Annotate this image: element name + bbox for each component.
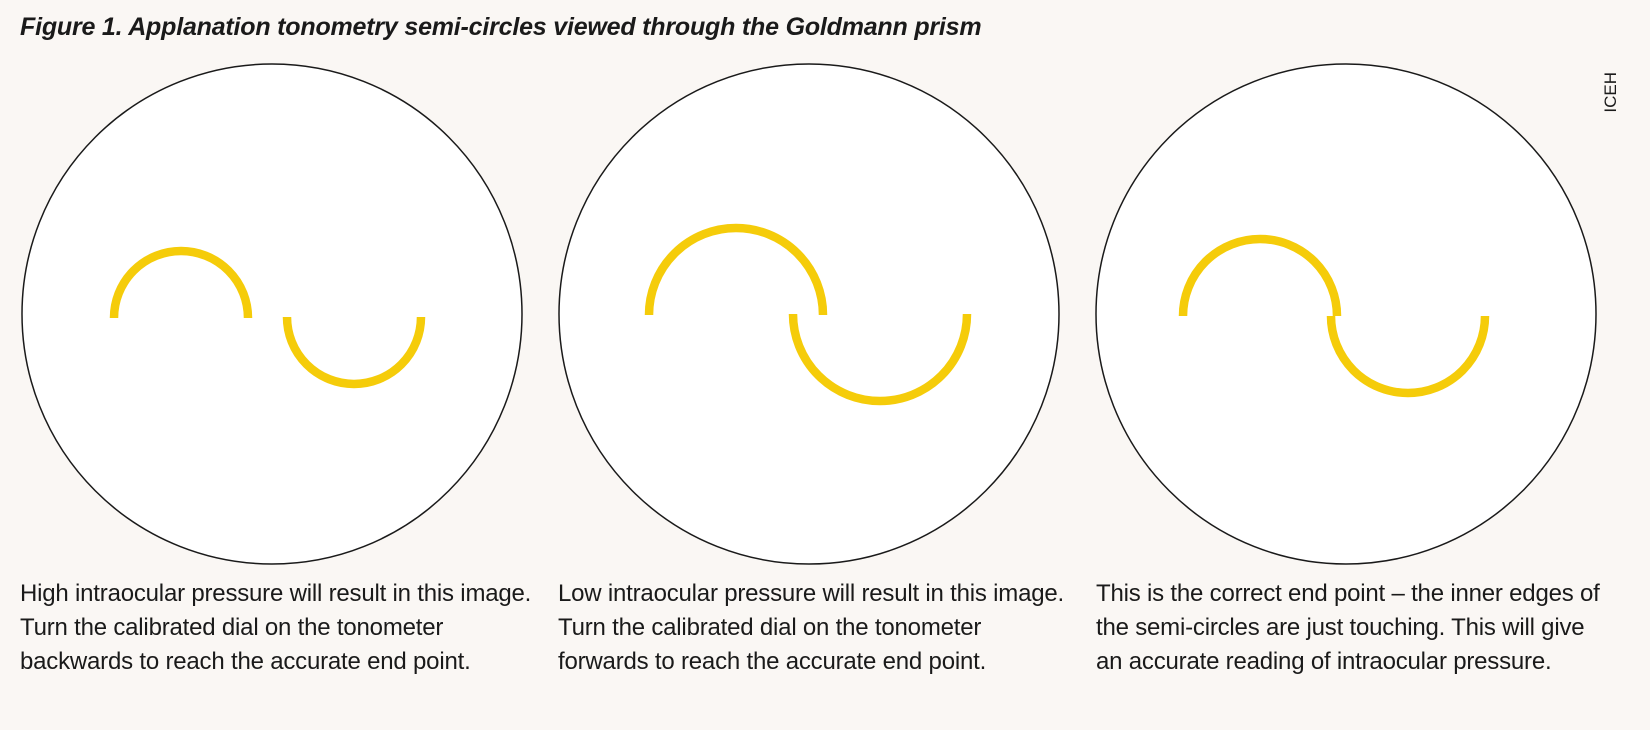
caption-low-pressure: Low intraocular pressure will result in … (558, 580, 1065, 675)
prism-field-circle (1095, 63, 1597, 565)
panel-low-pressure (558, 63, 1060, 565)
lower-semicircle (282, 316, 426, 389)
panel-high-pressure (21, 63, 523, 565)
upper-semicircle (644, 223, 828, 316)
prism-field-circle (21, 63, 523, 565)
prism-field-circle (558, 63, 1060, 565)
lower-semicircle (788, 313, 972, 406)
upper-semicircle (109, 246, 253, 319)
upper-semicircle (1178, 234, 1342, 317)
caption-correct-end-point: This is the correct end point – the inne… (1096, 580, 1600, 675)
figure-title: Figure 1. Applanation tonometry semi-cir… (20, 13, 982, 41)
caption-high-pressure: High intraocular pressure will result in… (20, 580, 532, 675)
panel-correct-end-point (1095, 63, 1597, 565)
lower-semicircle (1326, 315, 1490, 398)
